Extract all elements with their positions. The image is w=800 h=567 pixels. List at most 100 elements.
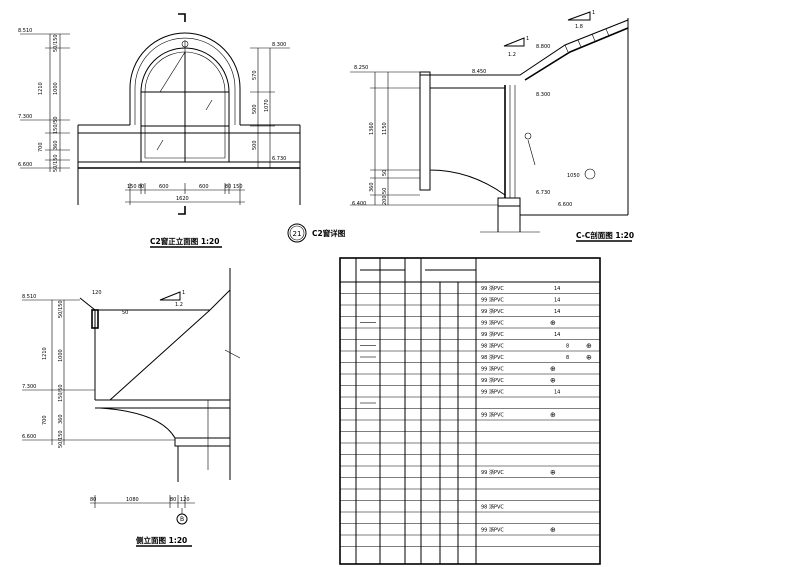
front-elevation: 8.510 7.300 6.600 50/150 1210 1000 150/5… — [18, 13, 301, 248]
dim-label: 1000 — [53, 82, 59, 95]
side-elevation: 1 1.2 120 50 8.510 7.300 6.600 50/150 12… — [22, 268, 241, 547]
dim-label: 500 — [252, 140, 258, 150]
level-label: 8.300 — [272, 42, 286, 48]
slope-value: 1.2 — [508, 52, 516, 58]
level-label: 8.250 — [354, 65, 368, 71]
dim-label: 80 — [138, 184, 144, 190]
dim-label: 700 — [42, 415, 48, 425]
detail-callout: 21 C2窗详图 — [287, 223, 346, 243]
section-mark-bottom — [178, 206, 186, 215]
roof-hatch — [564, 44, 569, 53]
window-frame — [140, 47, 230, 163]
table-spec: 99 浙PVC — [481, 331, 504, 338]
table-spec: 98 浙PVC — [481, 504, 504, 511]
axis-label: B — [180, 516, 184, 523]
dim-label: 120 — [92, 290, 102, 296]
dim-label: 600 — [159, 184, 169, 190]
dim-label: 50 — [122, 310, 128, 316]
dim-label: 1210 — [38, 82, 44, 95]
dim-label: 700 — [38, 142, 44, 152]
slope-value: 1 — [526, 36, 529, 42]
side-elevation-title: 侧立面图 1:20 — [136, 535, 187, 545]
dim-label: 50/150 — [53, 34, 59, 52]
dim-label: 50 — [382, 170, 388, 176]
table-count: 14 — [554, 309, 560, 315]
slope-value: 1.2 — [175, 302, 183, 308]
side-base — [174, 437, 231, 447]
dim-label: 50 — [382, 188, 388, 194]
table-count: 14 — [554, 298, 560, 304]
glass-hatch — [205, 99, 213, 111]
side-roof-edge — [209, 289, 231, 311]
table-symbol-icon: ⊕ — [586, 342, 592, 350]
table-count: 8 — [566, 355, 569, 361]
slope-symbol — [159, 291, 181, 301]
section-mark-top — [178, 13, 186, 22]
dim-label: 360 — [53, 140, 59, 150]
table-symbol-icon: ⊕ — [550, 469, 556, 477]
dim-label-total: 1620 — [176, 196, 189, 202]
table-border — [339, 257, 601, 565]
dim-label: 1080 — [126, 497, 139, 503]
dim-label: 150 — [127, 184, 137, 190]
detail-label: C2窗详图 — [312, 228, 346, 238]
detail-number-circle — [287, 223, 307, 243]
roof-tile-line — [524, 27, 629, 81]
dim-label: 1210 — [42, 347, 48, 360]
roof-hatch — [577, 39, 582, 48]
dim-label: 600 — [199, 184, 209, 190]
detail-number-circle-inner — [289, 225, 305, 241]
table-spec: 99 浙PVC — [481, 527, 504, 534]
table-count: 14 — [554, 332, 560, 338]
slope-symbol-top — [567, 11, 591, 21]
level-label: 6.600 — [558, 202, 572, 208]
axis-bubble — [584, 168, 596, 180]
dim-label: 50/150 — [58, 300, 64, 318]
level-label: 7.300 — [22, 384, 36, 390]
dim-label: 500 — [252, 104, 258, 114]
table-count: 14 — [554, 286, 560, 292]
level-label: 7.300 — [18, 114, 32, 120]
radius-label: 1050 — [567, 173, 580, 179]
slope-value: 1 — [592, 10, 595, 16]
dim-label: 570 — [252, 70, 258, 80]
dim-label: 80 — [170, 497, 176, 503]
table-symbol-icon: ⊕ — [550, 319, 556, 327]
level-label: 8.800 — [536, 44, 550, 50]
table-spec: 99 浙PVC — [481, 308, 504, 315]
level-label: 6.600 — [22, 434, 36, 440]
table-spec: 99 浙PVC — [481, 320, 504, 327]
arch-rib-left — [159, 51, 186, 93]
level-label: 6.400 — [352, 201, 366, 207]
radius-leader — [527, 139, 536, 166]
detail-number: 21 — [293, 230, 302, 238]
section-cc: 1050 1 1.8 1 1.2 8.250 8.450 8.300 8.800… — [350, 10, 634, 242]
dim-label: 50/150 — [53, 154, 59, 172]
table-spec: 99 浙PVC — [481, 469, 504, 476]
frame-top — [419, 71, 431, 191]
arch-surround-outer — [129, 32, 241, 125]
section-title: C-C剖面图 1:20 — [576, 230, 634, 240]
dim-label: 150/50 — [53, 116, 59, 134]
radius-node — [524, 132, 532, 140]
table-count: 8 — [566, 344, 569, 350]
side-bracket — [99, 407, 230, 439]
dim-label: 1000 — [58, 349, 64, 362]
arch-surround-inner — [134, 37, 236, 125]
level-label: 6.730 — [272, 156, 286, 162]
dim-label: 360 — [58, 414, 64, 424]
table-spec: 98 浙PVC — [481, 354, 504, 361]
side-frame — [91, 309, 99, 329]
level-label: 8.450 — [472, 69, 486, 75]
keystone-circle — [181, 40, 189, 48]
table-spec: 99 浙PVC — [481, 389, 504, 396]
window-glass-frame — [144, 51, 226, 159]
dim-label: 360 — [369, 182, 375, 192]
level-label: 8.510 — [18, 28, 32, 34]
dim-label: 80 — [225, 184, 231, 190]
table-spec: 99 浙PVC — [481, 377, 504, 384]
table-count: 14 — [554, 390, 560, 396]
dim-label: 80 — [90, 497, 96, 503]
table-symbol-icon: ⊕ — [550, 526, 556, 534]
